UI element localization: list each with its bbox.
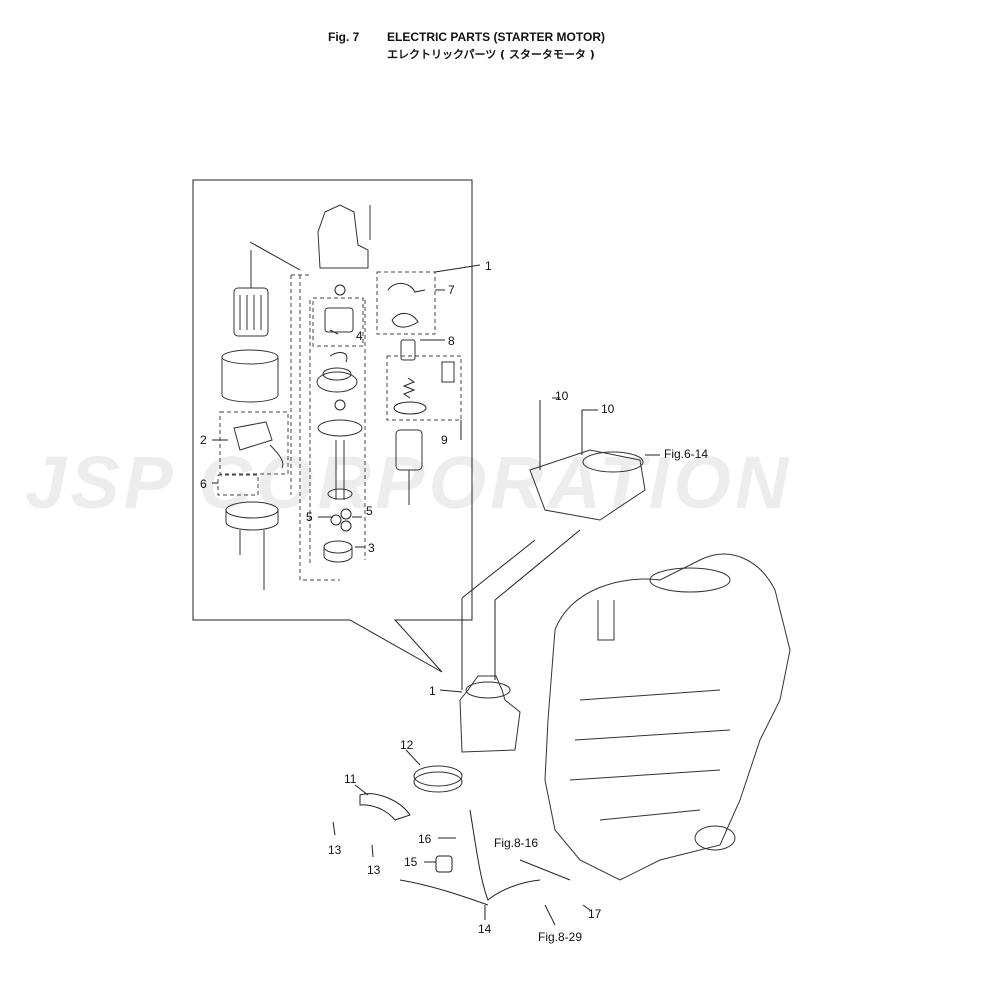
- watermark: JSP CORPORATION: [25, 441, 793, 524]
- callout-11: 11: [344, 772, 357, 786]
- exploded-outline-right: [309, 300, 366, 565]
- terminal-cover: [435, 855, 453, 873]
- planetary-gear: [316, 367, 358, 393]
- ground-cable: [399, 879, 489, 906]
- subassembly-box-6: [217, 474, 259, 496]
- callout-6: 6: [200, 477, 207, 491]
- end-frame: [225, 501, 279, 590]
- callout-1-assembly: 1: [429, 684, 436, 698]
- callout-14: 14: [478, 922, 492, 936]
- cushion-ring: [413, 765, 463, 793]
- callout-8: 8: [448, 334, 455, 348]
- bearing: [323, 540, 353, 563]
- callout-10-right: 10: [601, 402, 615, 416]
- starter-motor-assembly: [459, 675, 521, 753]
- callout-9: 9: [441, 433, 448, 447]
- callout-13-lower: 13: [367, 863, 381, 877]
- callout-10-left: 10: [555, 389, 569, 403]
- engine-block: [544, 553, 791, 881]
- callout-5-left: 5: [306, 510, 313, 524]
- exploded-outline-left: [290, 274, 340, 581]
- magnetic-switch: [395, 429, 423, 505]
- battery-cable: [469, 809, 541, 901]
- callout-3: 3: [368, 541, 375, 555]
- subassembly-box-9: [386, 355, 462, 421]
- pinion-shaft: [327, 440, 353, 500]
- drive-washers: [330, 508, 352, 532]
- subassembly-box-7: [376, 271, 436, 335]
- figure-title-english: ELECTRIC PARTS (STARTER MOTOR): [387, 30, 605, 44]
- reference-fig-8-29: Fig.8-29: [538, 930, 583, 944]
- callout-13-upper: 13: [328, 843, 342, 857]
- pinion-gear: [324, 307, 354, 333]
- callout-2: 2: [200, 433, 207, 447]
- callout-16: 16: [418, 832, 432, 846]
- callout-5-right: 5: [366, 504, 373, 518]
- yoke-housing: [221, 349, 279, 403]
- figure-number: Fig. 7: [328, 30, 360, 44]
- armature: [233, 250, 269, 337]
- figure-title-japanese: エレクトリックパーツ ( スタータモータ ): [387, 48, 595, 61]
- detail-frame: [192, 179, 473, 673]
- flywheel-cover: [529, 449, 646, 521]
- brush-holder: [233, 421, 284, 469]
- bracket: [359, 793, 411, 821]
- retainer-ring: [329, 352, 348, 363]
- callout-12: 12: [400, 738, 414, 752]
- lever-set: [387, 283, 426, 328]
- callout-1-detail: 1: [485, 259, 492, 273]
- gear-housing: [317, 204, 371, 269]
- subassembly-box-4: [312, 297, 364, 347]
- callout-7: 7: [448, 283, 455, 297]
- reference-fig-8-16: Fig.8-16: [494, 836, 539, 850]
- o-ring: [334, 284, 346, 296]
- brush-unit: [400, 339, 455, 383]
- callout-15: 15: [404, 855, 418, 869]
- reference-fig-6-14: Fig.6-14: [664, 447, 709, 461]
- spring: [402, 377, 416, 399]
- brush-plate: [393, 401, 427, 415]
- subassembly-box-2: [219, 411, 289, 475]
- internal-gear: [317, 419, 363, 437]
- callout-17: 17: [588, 907, 602, 921]
- callout-4: 4: [356, 329, 363, 343]
